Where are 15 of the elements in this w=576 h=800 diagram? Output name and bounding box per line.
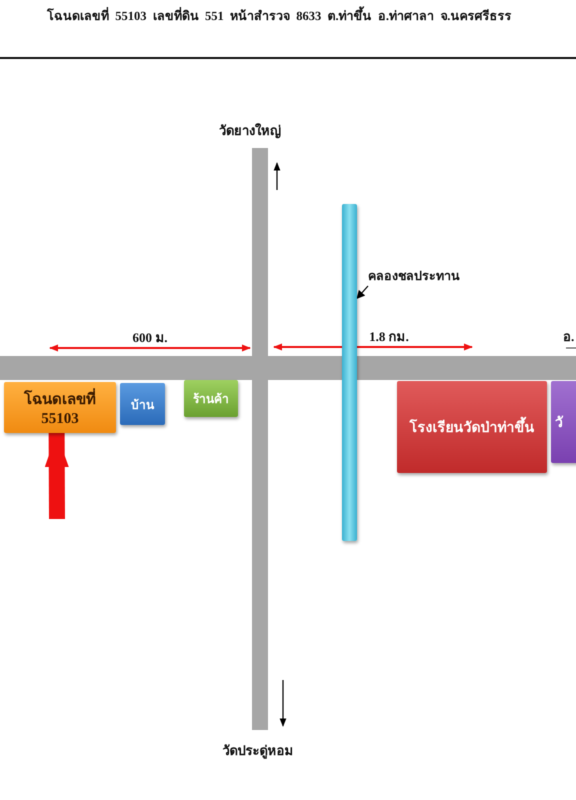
building-box: ร้านค้า xyxy=(184,380,238,417)
block-arrow xyxy=(44,432,69,520)
map-label: 600 ม. xyxy=(132,329,168,347)
map-label: วัดประดู่หอม xyxy=(222,742,294,761)
canal-bar xyxy=(342,204,357,541)
map-label: วัดยางใหญ่ xyxy=(219,122,281,140)
building-box: บ้าน xyxy=(120,383,165,425)
map-label: 1.8 กม. xyxy=(369,328,409,346)
leader-line xyxy=(356,286,368,299)
building-box: โรงเรียนวัดป่าท่าขึ้น xyxy=(397,381,547,473)
building-box: วั xyxy=(551,381,576,463)
land-plot-box: โฉนดเลขที่ 55103 xyxy=(4,382,116,433)
canal-label: คลองชลประทาน xyxy=(368,266,472,286)
title: โฉนดเลขที่ 55103 เลขที่ดิน 551 หน้าสำรวจ 8633 ต.ท่าขึ้น อ.ท่าศาลา จ.นครศรีธรร xyxy=(47,6,512,26)
map-label: อ. xyxy=(563,328,574,346)
